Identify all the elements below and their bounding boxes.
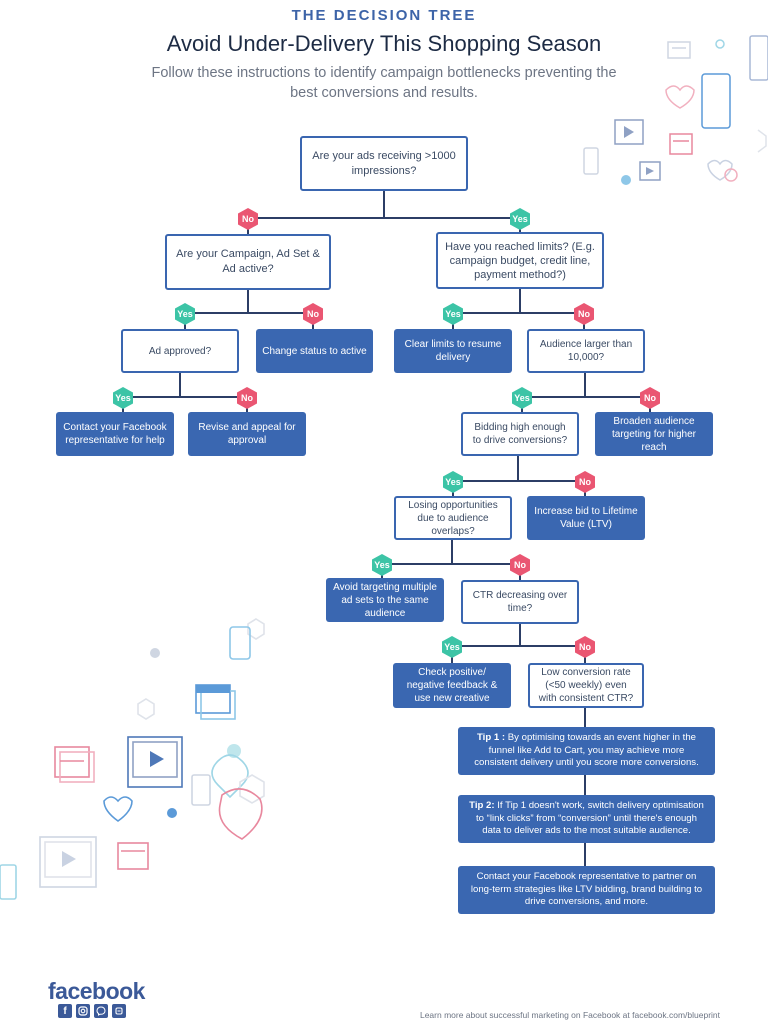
hexagon-icon [237, 387, 257, 409]
node-change-status-answer: Change status to active [256, 329, 373, 373]
hexagon-icon [443, 303, 463, 325]
no-badge-active: No [301, 302, 325, 326]
page-subtitle: Follow these instructions to identify ca… [151, 65, 617, 101]
no-badge-audience: No [638, 386, 662, 410]
messenger-icon [94, 1004, 108, 1018]
contact-rep-box: Contact your Facebook representative to … [458, 866, 715, 914]
node-campaign-active-question: Are your Campaign, Ad Set & Ad active? [165, 234, 331, 290]
page-title: Avoid Under-Delivery This Shopping Seaso… [166, 31, 602, 56]
node-revise-appeal-answer: Revise and appeal for approval [188, 412, 306, 456]
node-ad-approved-question: Ad approved? [121, 329, 239, 373]
node-audience-overlap-question: Losing opportunities due to audience ove… [394, 496, 512, 540]
hexagon-icon [575, 471, 595, 493]
whatsapp-icon [112, 1004, 126, 1018]
node-contact-rep-answer: Contact your Facebook representative for… [56, 412, 174, 456]
hexagon-icon [575, 636, 595, 658]
tip-1-box: Tip 1 : By optimising towards an event h… [458, 727, 715, 775]
node-limits-question: Have you reached limits? (E.g. campaign … [436, 232, 604, 289]
no-badge-ctr: No [573, 635, 597, 659]
facebook-f-icon: f [58, 1004, 72, 1018]
hexagon-icon [238, 208, 258, 230]
tip-1-content: Tip 1 : By optimising towards an event h… [466, 732, 707, 770]
node-low-conversion-question: Low conversion rate (<50 weekly) even wi… [528, 663, 644, 708]
yes-badge-overlap: Yes [370, 553, 394, 577]
no-badge-bidding: No [573, 470, 597, 494]
no-badge-limits: No [572, 302, 596, 326]
tip-1-text: By optimising towards an event higher in… [474, 732, 699, 769]
node-bidding-question: Bidding high enough to drive conversions… [461, 412, 579, 456]
hexagon-icon [510, 208, 530, 230]
no-badge-overlap: No [508, 553, 532, 577]
node-clear-limits-answer: Clear limits to resume delivery [394, 329, 512, 373]
yes-badge-bidding: Yes [441, 470, 465, 494]
tip-2-box: Tip 2: If Tip 1 doesn't work, switch del… [458, 795, 715, 843]
hexagon-icon [574, 303, 594, 325]
yes-badge-approved: Yes [111, 386, 135, 410]
kicker: THE DECISION TREE [291, 7, 477, 24]
yes-badge-impressions: Yes [508, 207, 532, 231]
yes-badge-audience: Yes [510, 386, 534, 410]
hexagon-icon [303, 303, 323, 325]
no-badge-impressions: No [236, 207, 260, 231]
tip-2-content: Tip 2: If Tip 1 doesn't work, switch del… [466, 800, 707, 838]
yes-badge-active: Yes [173, 302, 197, 326]
device-illustrations-bottom-left [0, 618, 265, 900]
node-impressions-question: Are your ads receiving >1000 impressions… [300, 136, 468, 191]
yes-badge-limits: Yes [441, 302, 465, 326]
device-illustrations-top-right [583, 35, 768, 185]
no-badge-approved: No [235, 386, 259, 410]
node-audience-size-question: Audience larger than 10,000? [527, 329, 645, 373]
hexagon-icon [372, 554, 392, 576]
tip-2-label: Tip 2: [469, 800, 495, 812]
yes-badge-ctr: Yes [440, 635, 464, 659]
hexagon-icon [510, 554, 530, 576]
tip-2-text: If Tip 1 doesn't work, switch delivery o… [476, 800, 704, 837]
node-broaden-audience-answer: Broaden audience targeting for higher re… [595, 412, 713, 456]
tip-1-label: Tip 1 : [477, 732, 506, 744]
node-increase-bid-answer: Increase bid to Lifetime Value (LTV) [527, 496, 645, 540]
hexagon-icon [443, 471, 463, 493]
hexagon-icon [175, 303, 195, 325]
instagram-icon [76, 1004, 90, 1018]
hexagon-icon [113, 387, 133, 409]
hexagon-icon [640, 387, 660, 409]
social-icons: f [58, 1004, 126, 1018]
footer-text: Learn more about successful marketing on… [419, 1010, 720, 1020]
facebook-logo: facebook [48, 978, 145, 1004]
node-check-feedback-answer: Check positive/ negative feedback & use … [393, 663, 511, 708]
hexagon-icon [512, 387, 532, 409]
node-ctr-question: CTR decreasing over time? [461, 580, 579, 624]
hexagon-icon [442, 636, 462, 658]
node-avoid-targeting-answer: Avoid targeting multiple ad sets to the … [326, 578, 444, 622]
